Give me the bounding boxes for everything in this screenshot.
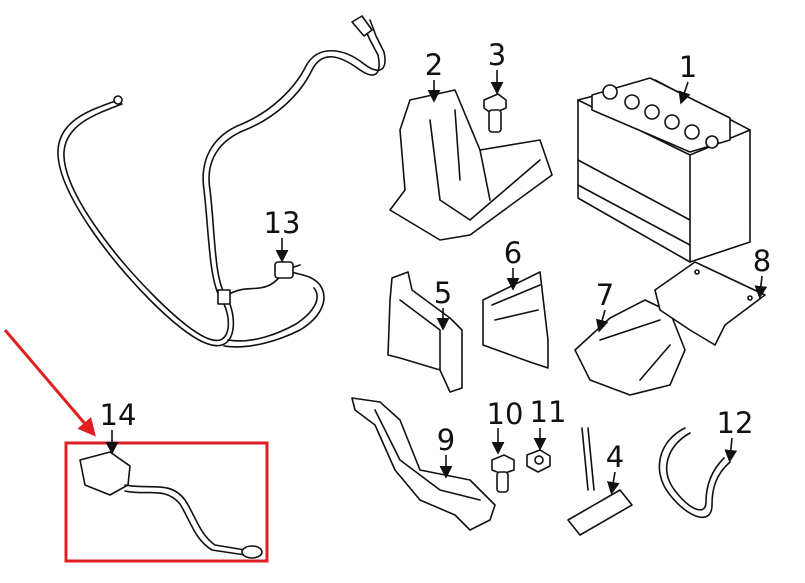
part-8-plate [654, 261, 766, 346]
part-2-battery-tray [389, 89, 553, 241]
highlight-box [64, 441, 269, 563]
callout-9: 9 [437, 423, 455, 457]
callout-3: 3 [488, 38, 506, 72]
callout-5: 5 [434, 276, 452, 310]
main-cable-harness [57, 15, 386, 348]
callout-11: 11 [530, 395, 567, 429]
part-14-battery-negative-cable [79, 451, 263, 559]
leader-lines [105, 70, 768, 495]
callout-12: 12 [717, 406, 754, 440]
part-3-bolt [483, 93, 507, 133]
part-6-heat-shield [482, 271, 549, 369]
part-7-battery-cover [574, 299, 686, 396]
callout-2: 2 [425, 48, 443, 82]
callout-7: 7 [596, 278, 614, 312]
part-9-support-bracket [351, 397, 496, 531]
callout-6: 6 [504, 236, 522, 270]
callout-1: 1 [679, 50, 697, 84]
highlight-arrow [3, 329, 96, 437]
part-11-nut [526, 449, 551, 473]
callout-13: 13 [264, 206, 301, 240]
part-12-vent-hose [658, 427, 731, 519]
part-4-hold-down-rod [567, 427, 633, 536]
callout-14: 14 [100, 398, 137, 432]
callout-8: 8 [753, 244, 771, 278]
part-10-bolt [491, 454, 515, 493]
part-1-battery [577, 77, 751, 263]
callout-10: 10 [487, 397, 524, 431]
callout-4: 4 [606, 440, 624, 474]
